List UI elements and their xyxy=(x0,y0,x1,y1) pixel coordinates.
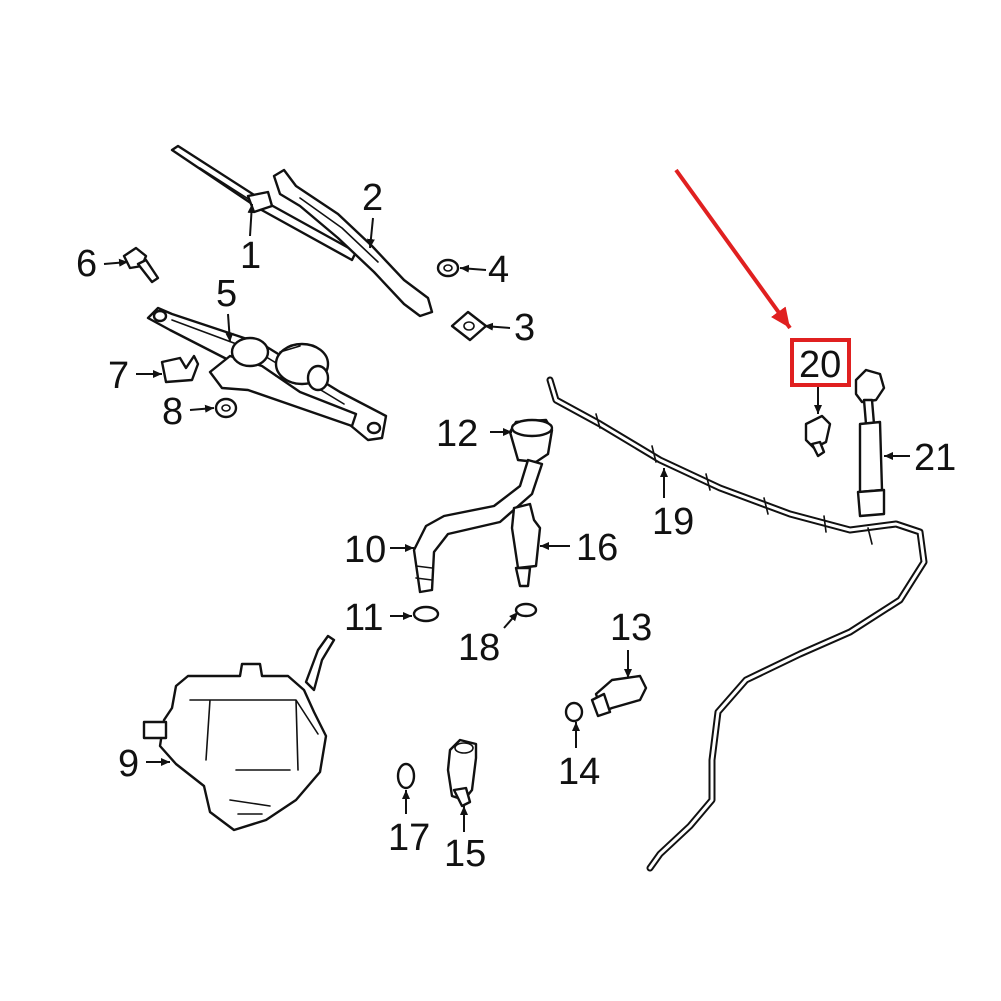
washer-nozzle-part-20 xyxy=(804,414,832,458)
callout-13: 13 xyxy=(610,607,652,649)
callout-17: 17 xyxy=(388,817,430,859)
callout-8: 8 xyxy=(162,391,183,433)
callout-1: 1 xyxy=(240,235,261,277)
callout-21: 21 xyxy=(914,437,956,479)
pivot-cap-part-3 xyxy=(450,310,488,342)
callout-11: 11 xyxy=(344,597,383,639)
bolt-part-6 xyxy=(122,246,160,284)
o-ring-part-11 xyxy=(412,605,440,623)
washer-hose-part-19 xyxy=(546,376,928,872)
nut-part-4 xyxy=(436,258,460,278)
callout-10: 10 xyxy=(344,529,386,571)
highlight-annotation xyxy=(674,168,851,387)
callout-labels: 1 2 3 4 5 6 7 8 9 10 11 12 13 14 15 16 1… xyxy=(76,177,956,875)
o-ring-part-18 xyxy=(514,602,538,618)
callout-19: 19 xyxy=(652,501,694,543)
washer-reservoir-part-9 xyxy=(142,634,336,832)
filler-hose-part-10 xyxy=(412,458,544,594)
wiper-arm-part-2 xyxy=(272,168,434,318)
pump-connector-part-13 xyxy=(590,674,648,718)
leader-lines xyxy=(103,203,910,832)
washer-pump-part-15 xyxy=(446,738,478,808)
callout-20: 20 xyxy=(799,344,841,386)
wiper-linkage-part-5 xyxy=(146,306,388,442)
callout-3: 3 xyxy=(514,307,535,349)
callout-15: 15 xyxy=(444,833,486,875)
nozzle-assembly-part-21 xyxy=(854,368,886,518)
o-ring-part-17 xyxy=(396,762,416,790)
callout-18: 18 xyxy=(458,627,500,669)
bracket-part-7 xyxy=(160,354,200,384)
o-ring-part-14 xyxy=(564,701,584,723)
callout-12: 12 xyxy=(436,413,478,455)
callout-4: 4 xyxy=(488,249,509,291)
wiper-blade-part-1 xyxy=(170,144,358,262)
callout-2: 2 xyxy=(362,177,383,219)
level-sensor-part-16 xyxy=(510,502,542,588)
callout-6: 6 xyxy=(76,243,97,285)
grommet-part-8 xyxy=(214,397,238,419)
callout-14: 14 xyxy=(558,751,600,793)
filler-neck-part-12 xyxy=(508,418,554,464)
callout-7: 7 xyxy=(108,355,129,397)
highlight-arrow xyxy=(674,168,792,330)
callout-16: 16 xyxy=(576,527,618,569)
callout-5: 5 xyxy=(216,273,237,315)
callout-9: 9 xyxy=(118,743,139,785)
highlight-box xyxy=(790,338,851,387)
